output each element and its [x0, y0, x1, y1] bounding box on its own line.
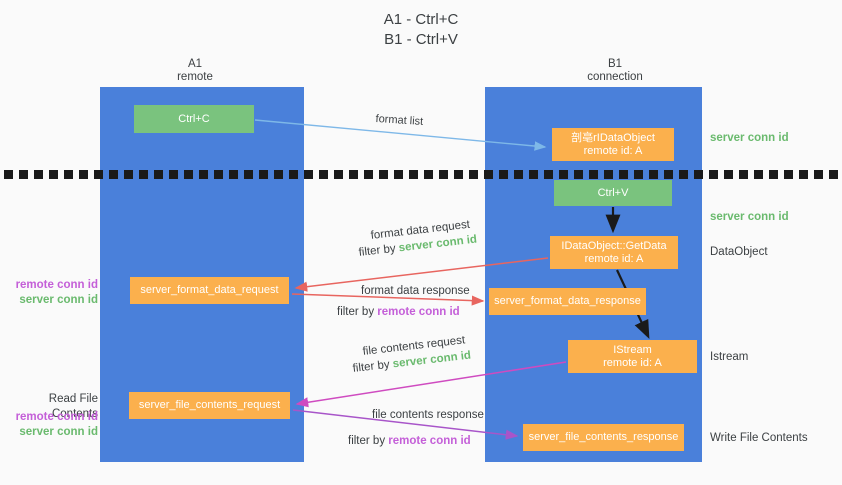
side-note-server-conn-id-1: server conn id	[19, 294, 98, 306]
side-note-conn-ids-format: remote conn id server conn id	[10, 278, 98, 308]
side-note-istream: Istream	[710, 351, 749, 363]
side-note-read-file-contents: Read File Contents	[48, 393, 98, 420]
node-server-file-contents-request[interactable]: server_file_contents_request	[129, 392, 290, 419]
node-idataobject-getdata[interactable]: IDataObject::GetData remote id: A	[550, 236, 678, 269]
filter-key-remote-conn-id-2: remote conn id	[388, 435, 471, 447]
page-title: A1 - Ctrl+C B1 - Ctrl+V	[383, 11, 459, 48]
edge-label-format-data-response-filter: filter by remote conn id	[337, 305, 460, 320]
side-note-server-conn-id-2: server conn id	[19, 426, 98, 438]
filter-prefix-1: filter by	[358, 242, 400, 259]
node-server-format-data-request[interactable]: server_format_data_request	[130, 277, 289, 304]
node-ctrl-c[interactable]: Ctrl+C	[134, 105, 254, 133]
edge-label-format-list: format list	[375, 112, 424, 128]
side-note-remote-conn-id-1: remote conn id	[15, 279, 98, 291]
side-note-server-conn-id-mid: server conn id	[710, 211, 789, 223]
phase-divider	[4, 170, 840, 179]
filter-prefix-3: filter by	[352, 358, 394, 375]
node-istream[interactable]: IStream remote id: A	[568, 340, 697, 373]
side-note-write-file-contents: Write File Contents	[710, 432, 808, 444]
filter-prefix-4: filter by	[348, 435, 389, 447]
edge-label-format-data-response: format data response	[361, 285, 470, 297]
node-data-object[interactable]: 剖亳rIDataObject remote id: A	[552, 128, 674, 161]
side-note-conn-ids-file: remote conn id server conn id	[10, 410, 98, 440]
side-note-data-object: DataObject	[710, 246, 768, 258]
node-server-file-contents-response[interactable]: server_file_contents_response	[523, 424, 684, 451]
edge-label-file-contents-response-filter: filter by remote conn id	[348, 434, 471, 449]
node-ctrl-v[interactable]: Ctrl+V	[554, 180, 672, 206]
node-server-format-data-response[interactable]: server_format_data_response	[489, 288, 646, 315]
side-note-server-conn-id-top: server conn id	[710, 132, 789, 144]
column-header-b1: B1 connection	[587, 58, 643, 83]
side-note-remote-conn-id-2: remote conn id	[15, 411, 98, 423]
filter-key-remote-conn-id-1: remote conn id	[377, 306, 460, 318]
edge-label-file-contents-response: file contents response	[372, 409, 484, 421]
column-header-a1: A1 remote	[177, 58, 213, 83]
filter-prefix-2: filter by	[337, 306, 378, 318]
